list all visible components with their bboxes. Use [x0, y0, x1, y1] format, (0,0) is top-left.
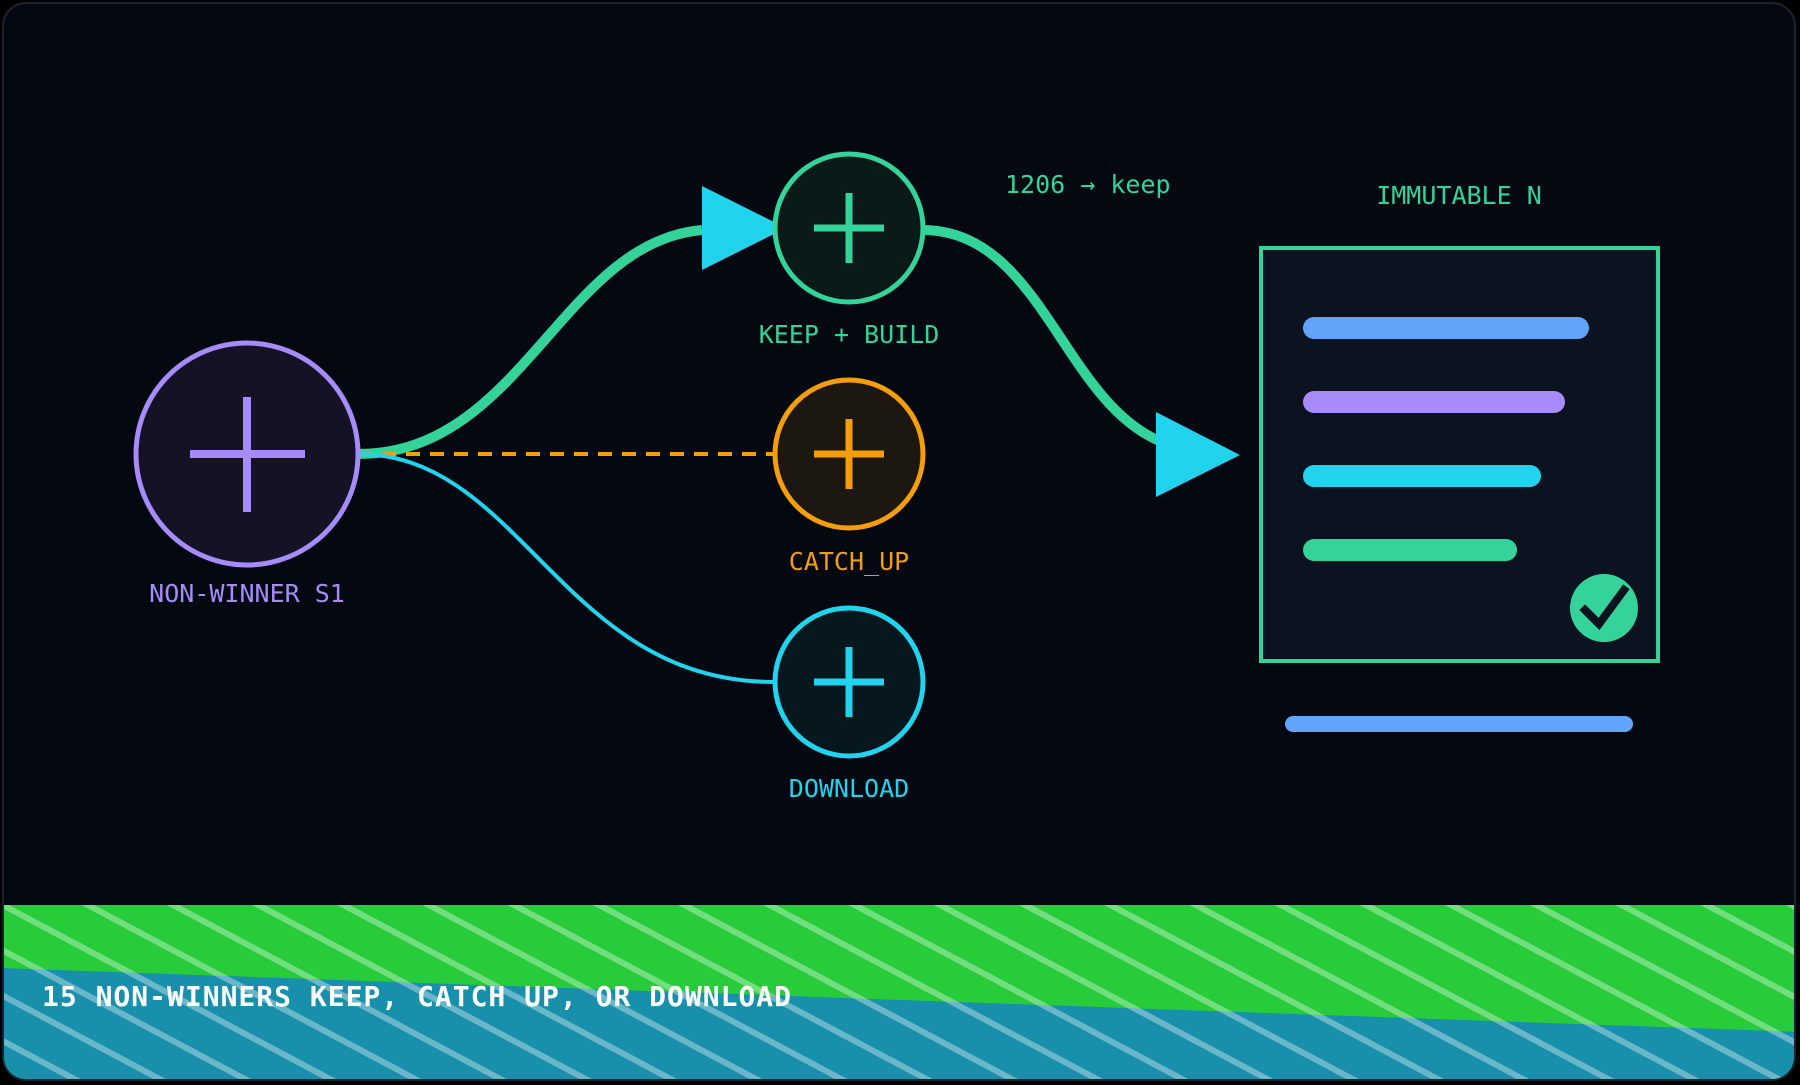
document-underline [1285, 716, 1633, 732]
source-node-label: NON-WINNER S1 [149, 579, 345, 608]
source-node: NON-WINNER S1 [133, 340, 361, 608]
outcome-label-keep: KEEP + BUILD [759, 320, 940, 349]
plus-icon [814, 419, 884, 489]
document-line [1303, 391, 1565, 413]
outcome-node-download: DOWNLOAD [772, 605, 926, 803]
target-title: IMMUTABLE N [1376, 181, 1542, 210]
document-line [1303, 317, 1589, 339]
arrowhead-to-keep [702, 186, 786, 270]
edge-to-download [357, 452, 775, 684]
edge-keep-to-target [921, 225, 1164, 447]
banner-caption: 15 NON-WINNERS KEEP, CATCH UP, OR DOWNLO… [42, 980, 793, 1013]
check-circle-icon [1570, 574, 1638, 642]
bottom-banner [4, 905, 1794, 1079]
document-line [1303, 539, 1517, 561]
outcome-label-catch-up: CATCH_UP [789, 547, 909, 576]
outcome-label-download: DOWNLOAD [789, 774, 909, 803]
outcome-node-catch-up: CATCH_UP [772, 377, 926, 576]
plus-icon [814, 647, 884, 717]
edge-to-keep [357, 225, 703, 459]
plus-icon [190, 397, 305, 512]
plus-icon [814, 193, 884, 263]
document-line [1303, 465, 1541, 487]
target-document: IMMUTABLE N [1259, 181, 1660, 732]
edge-annotation: 1206 → keep [1005, 170, 1171, 199]
arrowhead-to-target [1156, 412, 1240, 497]
outcome-node-keep: KEEP + BUILD [759, 151, 940, 349]
